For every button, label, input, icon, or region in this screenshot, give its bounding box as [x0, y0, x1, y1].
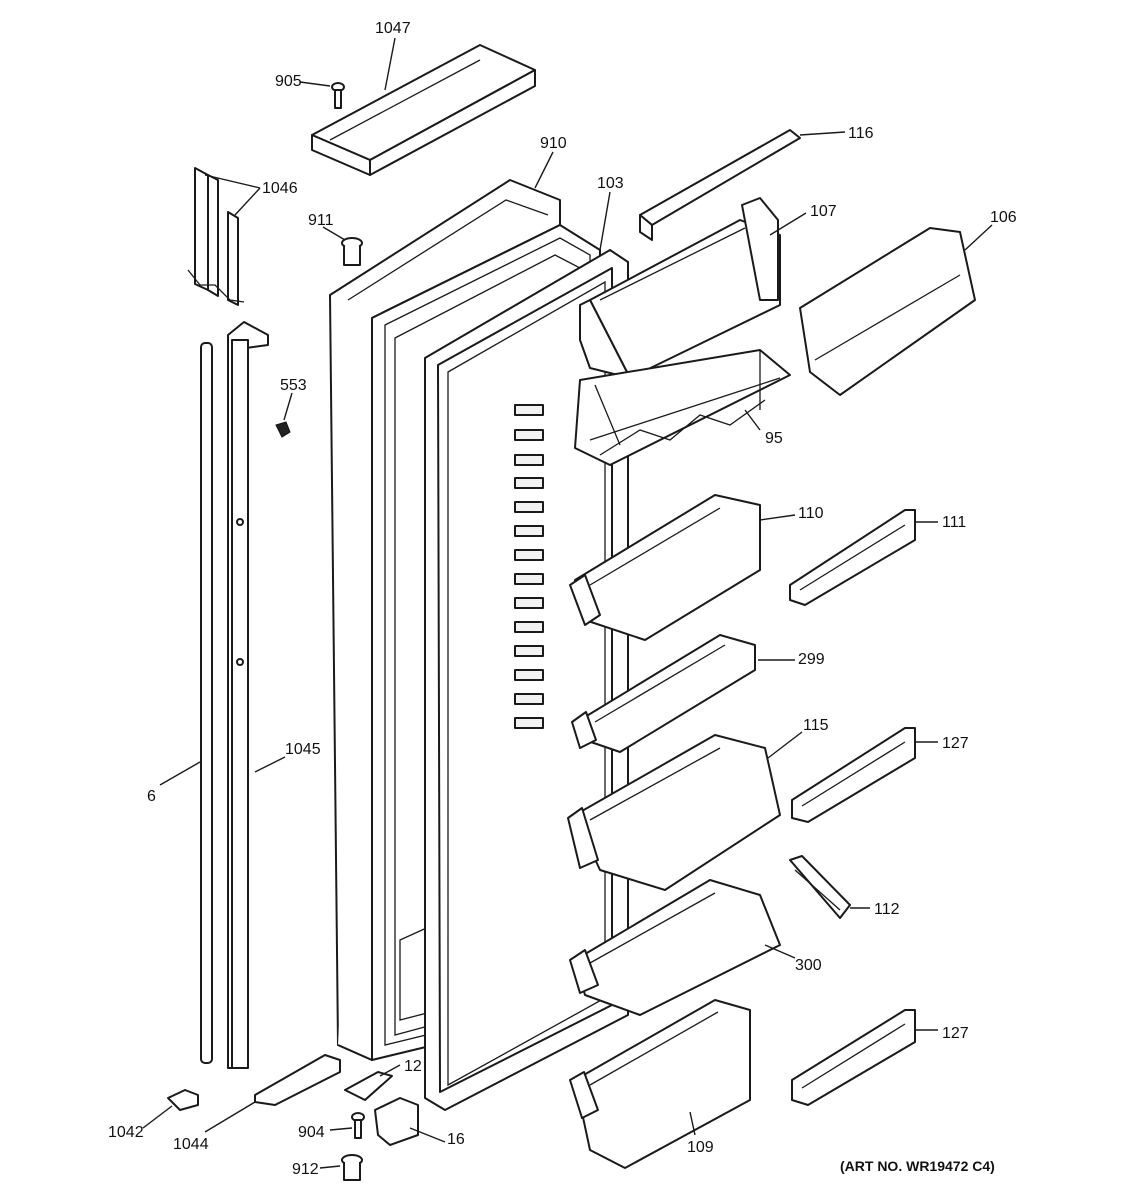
callout-912: 912	[292, 1161, 319, 1178]
callout-116: 116	[848, 125, 874, 142]
callout-910: 910	[540, 135, 567, 152]
part-1045-door-trim	[227, 321, 269, 1069]
part-107-door-bin	[579, 197, 781, 379]
callout-109: 109	[687, 1139, 714, 1156]
part-112-bin-clip	[789, 855, 851, 919]
callout-16: 16	[447, 1131, 465, 1148]
leader-lines	[142, 37, 993, 1169]
part-905-screw	[331, 82, 345, 109]
part-106-bin-cover	[799, 227, 976, 396]
part-1047-top-hinge-cover	[311, 44, 536, 176]
part-110-door-bin	[569, 494, 761, 641]
callout-103: 103	[597, 175, 624, 192]
callout-110: 110	[798, 505, 824, 522]
callout-299: 299	[798, 651, 825, 668]
callout-12: 12	[404, 1058, 422, 1075]
part-1044-bottom-hinge-bracket	[254, 1054, 341, 1106]
part-912-bushing	[341, 1154, 363, 1181]
part-553-clip	[275, 421, 291, 438]
part-115-door-bin	[567, 734, 781, 891]
callout-1046: 1046	[262, 180, 298, 197]
callout-labels: 1047 905 910 116 1046 911 103 107 106 55…	[108, 20, 1017, 1178]
callout-1047: 1047	[375, 20, 411, 37]
callout-107: 107	[810, 203, 837, 220]
callout-905: 905	[275, 73, 302, 90]
part-299-door-bin	[571, 634, 756, 753]
callout-553: 553	[280, 377, 307, 394]
part-6-door-trim-rod	[200, 342, 213, 1064]
part-12-hinge-plate	[344, 1071, 393, 1101]
part-liner-shelf-tabs	[514, 404, 544, 729]
callout-106: 106	[990, 209, 1017, 226]
callout-112: 112	[874, 901, 900, 918]
callout-1044: 1044	[173, 1136, 209, 1153]
part-109-door-bin	[569, 999, 751, 1169]
part-300-door-bin	[569, 879, 781, 1016]
callout-111: 111	[942, 514, 966, 531]
callout-911: 911	[308, 212, 334, 229]
callout-127-lower: 127	[942, 1025, 969, 1042]
part-904-screw	[351, 1112, 365, 1139]
part-111-bin-cover	[789, 509, 916, 606]
callout-6: 6	[147, 788, 156, 805]
callout-127-upper: 127	[942, 735, 969, 752]
callout-1045: 1045	[285, 741, 321, 758]
part-95-wire-rack	[574, 349, 791, 466]
callout-95: 95	[765, 430, 783, 447]
part-1046-upper-trim	[187, 167, 245, 306]
callout-1042: 1042	[108, 1124, 144, 1141]
part-911-bushing	[341, 237, 363, 266]
callout-115: 115	[803, 717, 829, 734]
callout-300: 300	[795, 957, 822, 974]
part-127-upper-bin-cover	[791, 727, 916, 823]
part-1042-hinge-pin	[167, 1089, 199, 1111]
callout-904: 904	[298, 1124, 325, 1141]
part-116-shelf-rail	[639, 129, 801, 241]
art-number: (ART NO. WR19472 C4)	[840, 1158, 995, 1174]
part-16-door-stop	[374, 1097, 419, 1146]
part-127-lower-bin-cover	[791, 1009, 916, 1106]
